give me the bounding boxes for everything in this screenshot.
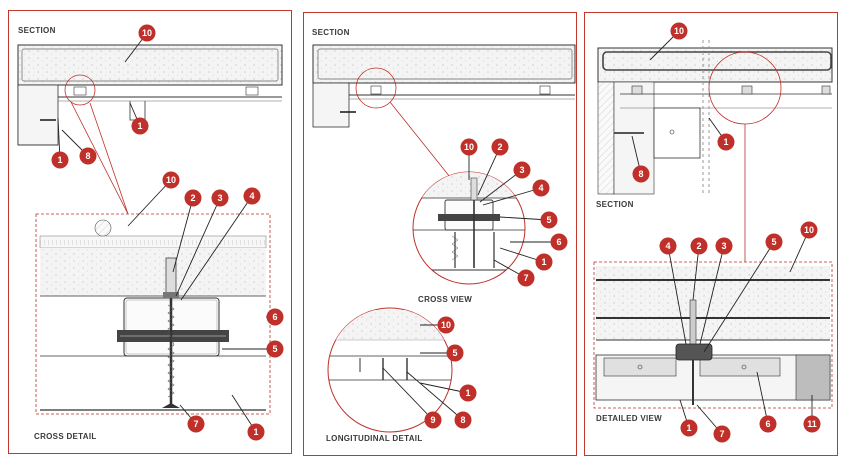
svg-text:7: 7 (523, 273, 528, 283)
callout-badge: 1 (247, 423, 265, 441)
section-label-left: SECTION (18, 26, 56, 35)
svg-text:8: 8 (85, 151, 90, 161)
callout-badge: 1 (535, 253, 553, 271)
svg-text:10: 10 (464, 142, 474, 152)
callout-badge: 2 (491, 138, 509, 156)
callout-badge: 8 (632, 165, 650, 183)
callout-badge: 9 (424, 411, 442, 429)
callout-badge: 7 (713, 425, 731, 443)
svg-text:1: 1 (541, 257, 546, 267)
svg-text:10: 10 (142, 28, 152, 38)
callout-badge: 6 (266, 308, 284, 326)
svg-text:1: 1 (57, 155, 62, 165)
svg-text:4: 4 (665, 241, 670, 251)
svg-text:2: 2 (190, 193, 195, 203)
callout-badge: 3 (715, 237, 733, 255)
svg-text:5: 5 (771, 237, 776, 247)
svg-text:5: 5 (452, 348, 457, 358)
callout-badge: 10 (138, 24, 156, 42)
callout-badge: 4 (659, 237, 677, 255)
svg-text:5: 5 (546, 215, 551, 225)
callout-badge: 6 (759, 415, 777, 433)
callout-badge: 1 (717, 133, 735, 151)
callout-badge: 1 (131, 117, 149, 135)
callout-badge: 10 (460, 138, 478, 156)
callout-badge: 7 (517, 269, 535, 287)
longitudinal-detail-label: LONGITUDINAL DETAIL (326, 434, 423, 443)
right-section-drawing (597, 40, 833, 262)
callout-badge: 1 (680, 419, 698, 437)
left-section-drawing (17, 44, 283, 215)
svg-text:10: 10 (441, 320, 451, 330)
svg-text:6: 6 (556, 237, 561, 247)
callout-badge: 2 (184, 189, 202, 207)
callout-badge: 10 (437, 316, 455, 334)
svg-text:4: 4 (249, 191, 254, 201)
svg-text:4: 4 (538, 183, 543, 193)
svg-text:6: 6 (272, 312, 277, 322)
callout-badge: 5 (446, 344, 464, 362)
svg-text:2: 2 (497, 142, 502, 152)
callout-badge: 4 (243, 187, 261, 205)
callout-badge: 6 (550, 233, 568, 251)
callout-badge: 7 (187, 415, 205, 433)
panel-longitudinal-detail (303, 12, 577, 456)
svg-text:10: 10 (166, 175, 176, 185)
svg-text:7: 7 (193, 419, 198, 429)
svg-text:3: 3 (721, 241, 726, 251)
detailed-view-label: DETAILED VIEW (596, 414, 662, 423)
svg-text:8: 8 (638, 169, 643, 179)
callout-badge: 1 (51, 151, 69, 169)
cross-view-label: CROSS VIEW (418, 295, 473, 304)
callout-badge: 3 (513, 161, 531, 179)
svg-text:3: 3 (217, 193, 222, 203)
callout-badge: 5 (765, 233, 783, 251)
svg-text:1: 1 (723, 137, 728, 147)
callout-badge: 10 (670, 22, 688, 40)
section-label-middle: SECTION (312, 28, 350, 37)
svg-text:3: 3 (519, 165, 524, 175)
callout-badge: 8 (454, 411, 472, 429)
panel-cross-detail (8, 10, 292, 454)
left-cross-detail-drawing (35, 213, 271, 415)
svg-text:1: 1 (465, 388, 470, 398)
middle-cross-view-drawing (412, 171, 526, 285)
svg-text:2: 2 (696, 241, 701, 251)
section-label-right: SECTION (596, 200, 634, 209)
callout-badge: 1 (459, 384, 477, 402)
callout-badges: 10 1 1 8 10 2 3 4 6 5 7 1 10 2 3 4 5 6 1… (51, 22, 821, 443)
svg-text:6: 6 (765, 419, 770, 429)
svg-text:8: 8 (460, 415, 465, 425)
svg-text:9: 9 (430, 415, 435, 425)
callout-badge: 11 (803, 415, 821, 433)
svg-text:7: 7 (719, 429, 724, 439)
svg-text:1: 1 (137, 121, 142, 131)
svg-text:1: 1 (253, 427, 258, 437)
callout-badge: 2 (690, 237, 708, 255)
callout-badge: 5 (540, 211, 558, 229)
svg-text:10: 10 (674, 26, 684, 36)
svg-text:10: 10 (804, 225, 814, 235)
callout-badge: 10 (800, 221, 818, 239)
callout-badge: 10 (162, 171, 180, 189)
callout-badge: 3 (211, 189, 229, 207)
callout-badge: 4 (532, 179, 550, 197)
svg-text:1: 1 (686, 423, 691, 433)
callout-badge: 5 (266, 340, 284, 358)
callout-badge: 8 (79, 147, 97, 165)
right-detailed-view-drawing (593, 261, 833, 409)
middle-section-drawing (312, 44, 576, 178)
cross-detail-label: CROSS DETAIL (34, 432, 97, 441)
svg-text:5: 5 (272, 344, 277, 354)
panel-detailed-view (584, 12, 838, 456)
svg-text:11: 11 (807, 419, 817, 429)
